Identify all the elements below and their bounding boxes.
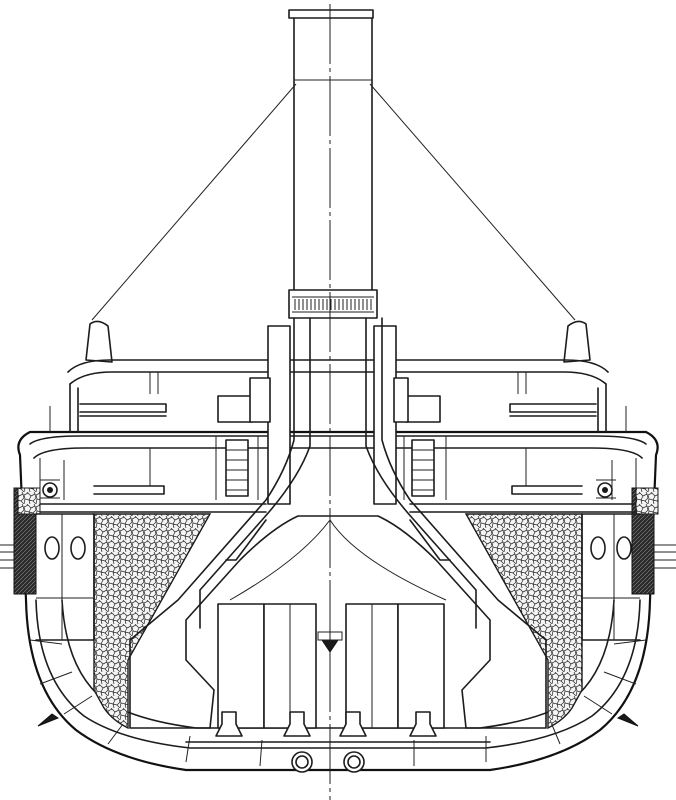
inner-hull [35,599,641,749]
porthole-starboard-2 [616,536,632,560]
funnel-cap [288,9,374,19]
outer-hull [17,430,659,772]
waterline-port [0,544,14,569]
davit-port-hub [47,487,53,493]
davit-starboard-hub [602,487,608,493]
ladder-port [225,439,249,497]
porthole-port-1 [44,536,60,560]
upper-cabin-port [79,403,167,417]
deckhouse-port-upper-back [249,377,271,423]
lower-deck-port [35,503,267,513]
main-deck [29,435,647,513]
stay-port [91,83,297,321]
saddle-2 [283,711,311,737]
deckhouse-port-upper [217,395,253,423]
side-compartment-port [35,513,95,641]
tween-deck-starboard [511,485,583,495]
davit-arms [40,479,616,499]
coal-wing-port [17,487,41,515]
bulwark-starboard [563,320,591,363]
saddle-3 [339,711,367,737]
main-deck-line [29,435,647,445]
main-deck-inner [33,447,643,459]
bilge-keel-port [37,713,60,727]
boiler-port-outer [217,603,265,729]
deckhouse-starboard-upper-back [393,377,409,423]
saddle-1 [215,711,243,737]
hull-shell [17,430,659,772]
ladder-frames [215,436,447,500]
uptake-diagonal-starboard [409,519,451,561]
boiler-saddles [215,711,437,737]
drain-pipe-starboard-inner [347,755,361,769]
coal-wing-starboard [635,487,659,515]
bulwark-port [85,320,113,363]
waterline-starboard [654,544,676,569]
side-compartments [35,513,641,641]
boat-davits [40,479,616,499]
upper-deck-sides [69,383,607,433]
ladder-starboard [411,439,435,497]
coal-bunkers [17,487,659,730]
side-compartment-starboard [581,513,641,641]
uptake-chevron [229,519,447,601]
deckhouse-starboard-upper [405,395,441,423]
uptake-flare-inner [199,317,477,629]
ladder-port-rungs [226,449,248,491]
boiler-starboard-outer [397,603,445,729]
funnel [288,9,378,319]
plating-joints [29,639,647,768]
boilers [217,603,445,729]
double-bottom [185,741,491,773]
upper-deck-beam-lower [69,371,607,385]
stay-starboard [369,83,576,321]
side-compartment-dividers [36,514,640,640]
coal-bunker-starboard [464,513,583,730]
ladder-starboard-rungs [412,449,434,491]
drain-pipe-port-inner [295,755,309,769]
deck-houses [215,377,447,500]
funnel-stays [91,83,576,321]
hull-frame-plating [61,599,615,729]
bilge-keel-starboard [616,713,639,727]
upper-deck [49,320,627,433]
porthole-port-2 [70,536,86,560]
uptake-flare-outer [129,317,547,729]
upper-deck-beam [67,359,609,373]
vent-starboard [517,372,527,394]
casing-starboard [373,325,397,505]
funnel-grating-slots [292,296,374,313]
funnel-grating-band [288,289,378,319]
pillar-lines [149,448,527,486]
saddle-4 [409,711,437,737]
upper-cabin-starboard [509,403,597,417]
lower-deck-starboard [409,503,641,513]
porthole-starboard-1 [590,536,606,560]
uptake-diagonal-port [225,519,267,561]
tween-deck-port [93,485,165,495]
hull-side-frames [39,458,637,500]
coal-bunker-port [93,513,212,730]
vent-port [149,372,159,394]
funnel-casing [293,17,373,291]
boiler-tube-lines [289,604,373,728]
